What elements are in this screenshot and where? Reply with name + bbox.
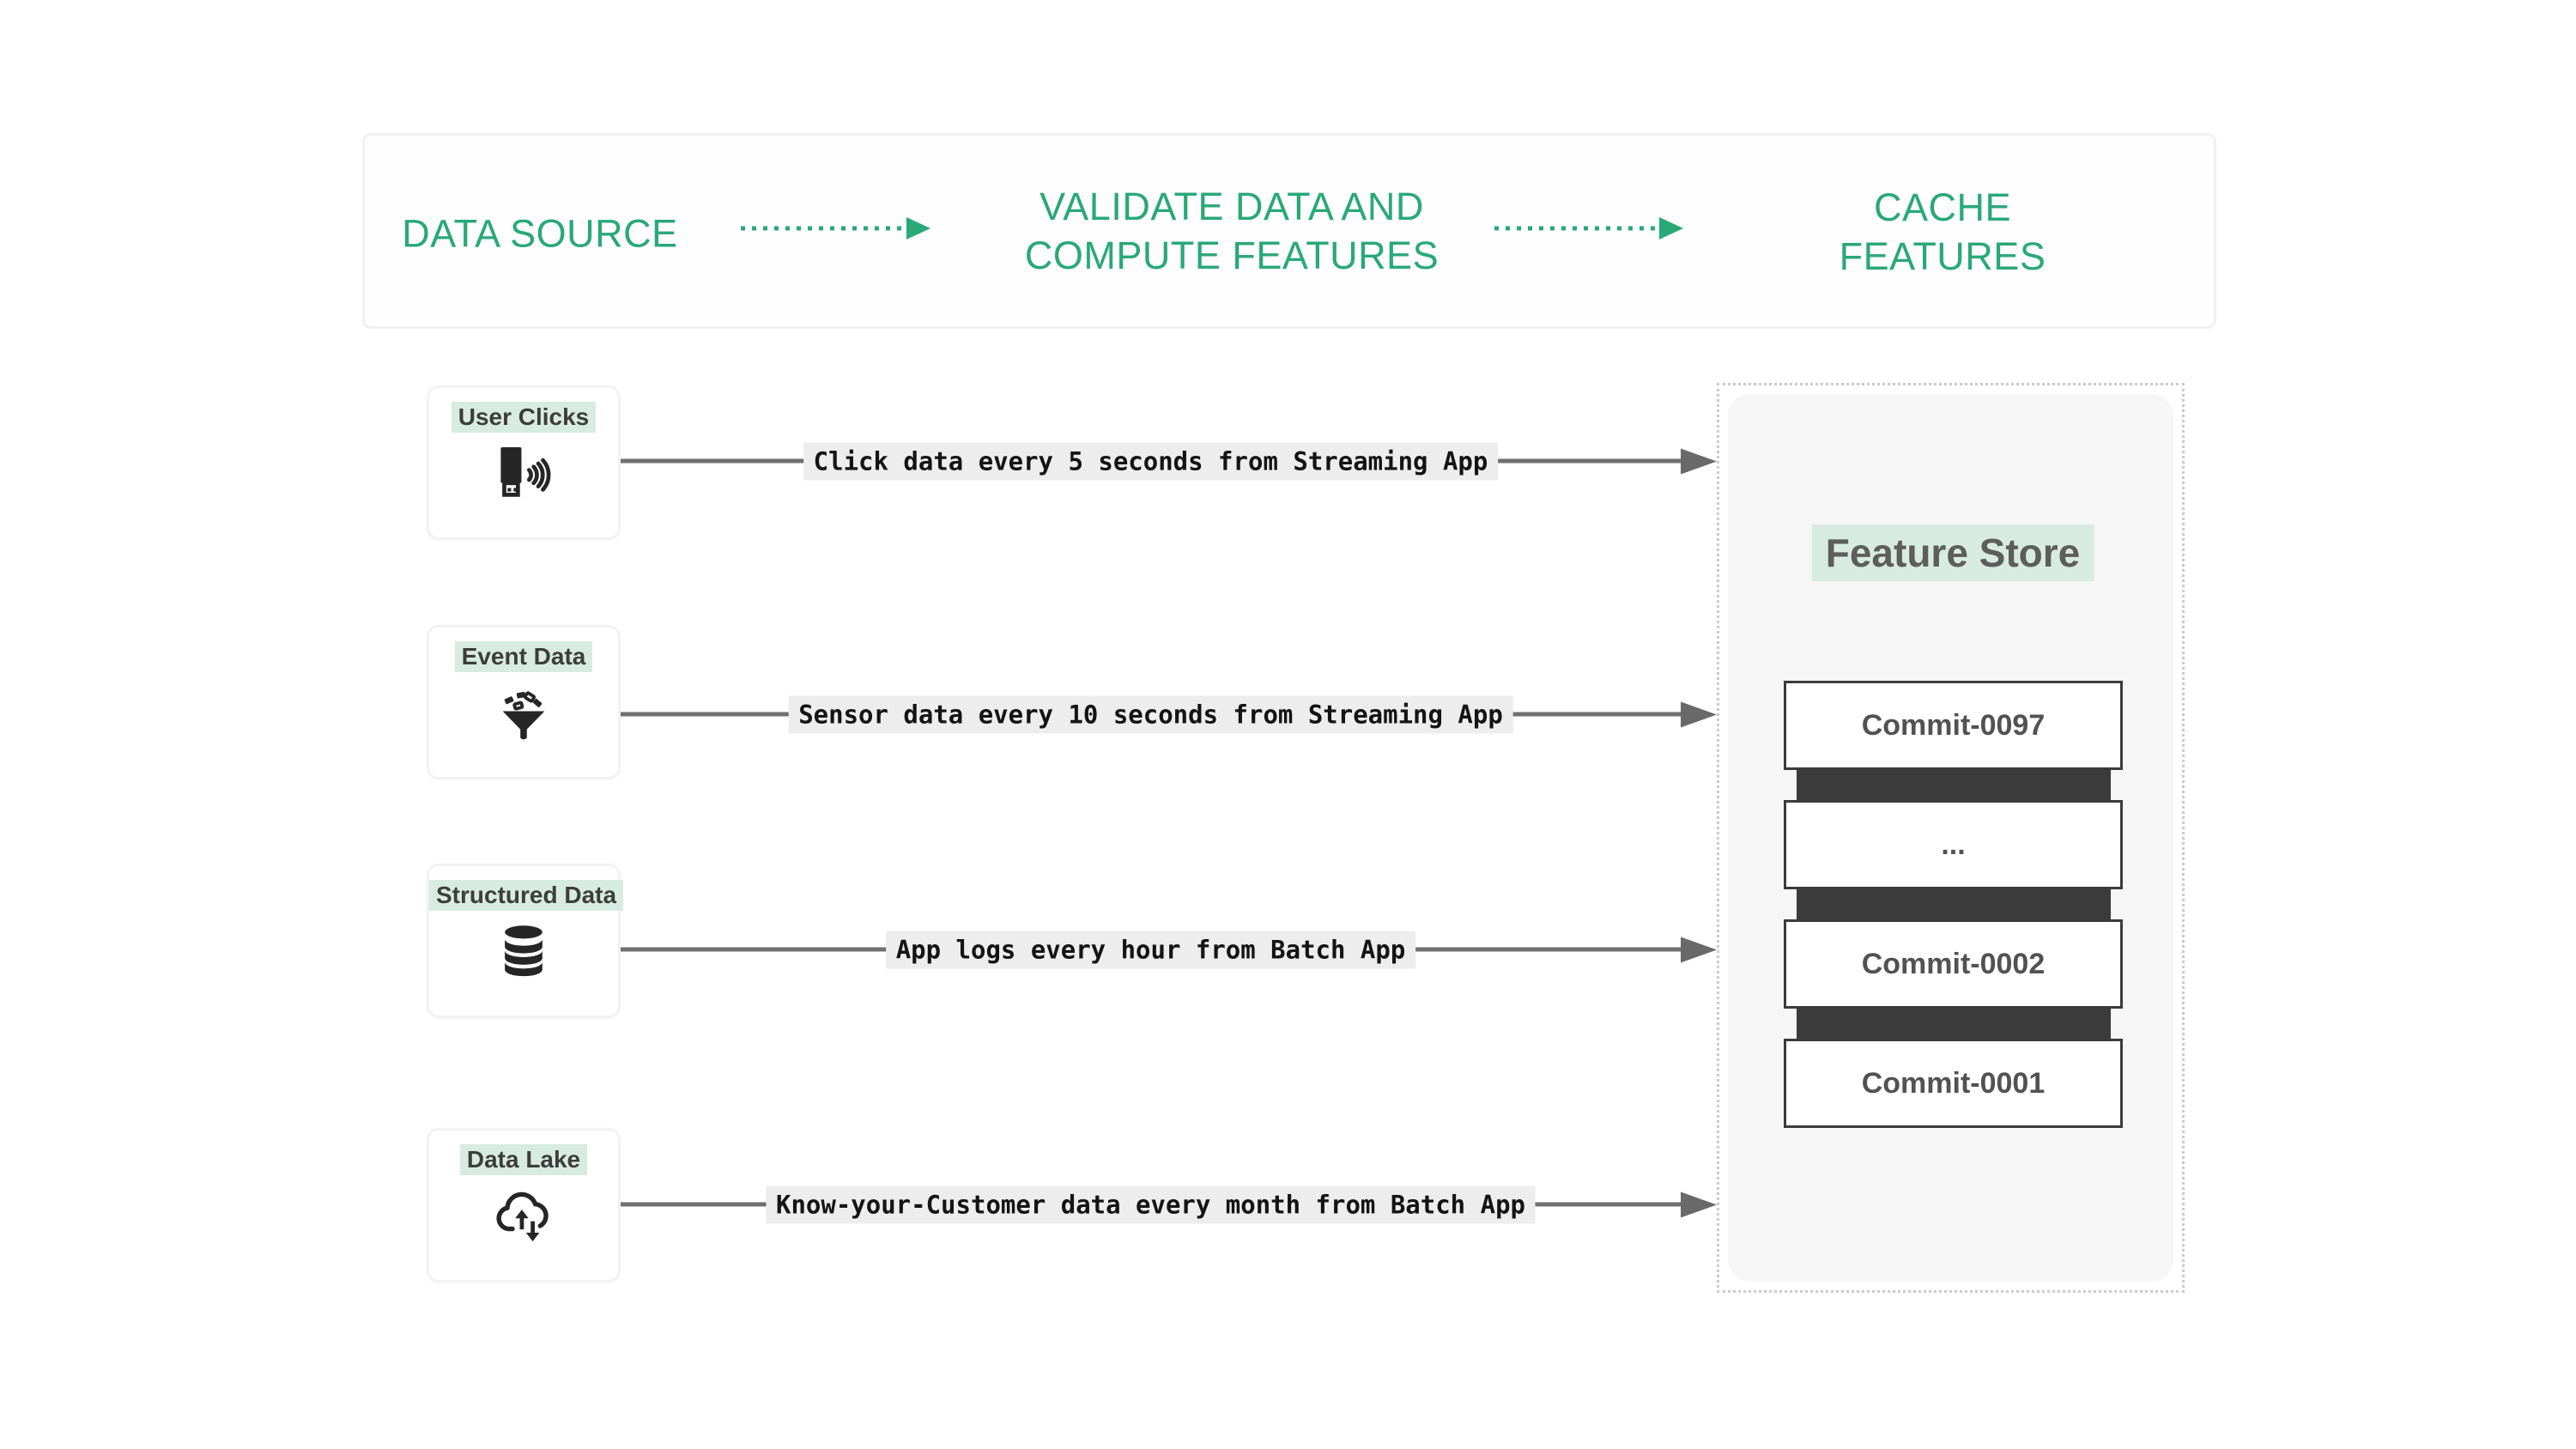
flow-label: Know-your-Customer data every month from…: [766, 1185, 1536, 1223]
flow-arrow-structured-data: App logs every hour from Batch App: [621, 931, 1717, 968]
database-icon: [505, 925, 542, 977]
stage-validate-compute: VALIDATE DATA AND COMPUTE FEATURES: [1024, 185, 1440, 277]
event-funnel-icon: [502, 691, 545, 740]
commit-box: ...: [1784, 800, 2123, 889]
flow-arrow-user-clicks: Click data every 5 seconds from Streamin…: [621, 442, 1717, 480]
source-node-user-clicks: User Clicks: [427, 385, 621, 540]
flow-arrow-event-data: Sensor data every 10 seconds from Stream…: [621, 695, 1717, 733]
cloud-sync-icon: [496, 1191, 549, 1242]
source-label: Data Lake: [459, 1144, 588, 1175]
source-label: Structured Data: [429, 880, 624, 911]
arrowhead-right-icon: [1681, 1191, 1717, 1217]
stage-cache-features: CACHE FEATURES: [1839, 185, 2046, 278]
source-node-structured-data: Structured Data: [427, 864, 624, 1018]
commit-connector: [1797, 1009, 2111, 1039]
commit-connector: [1797, 770, 2111, 800]
flow-label: Sensor data every 10 seconds from Stream…: [788, 695, 1513, 733]
wireless-clicker-icon: [500, 446, 551, 497]
source-node-event-data: Event Data: [427, 625, 621, 779]
dotted-arrow-right-icon: [1494, 217, 1683, 239]
source-node-data-lake: Data Lake: [427, 1128, 621, 1282]
feature-store-panel: Feature Store Commit-0097 ... Commit-000…: [1717, 383, 2185, 1293]
commit-box: Commit-0001: [1784, 1039, 2123, 1128]
flow-label: Click data every 5 seconds from Streamin…: [803, 442, 1499, 480]
commit-connector: [1797, 889, 2111, 919]
arrowhead-right-icon: [1681, 937, 1717, 962]
dotted-arrow-right-icon: [741, 217, 930, 239]
flow-arrow-data-lake: Know-your-Customer data every month from…: [621, 1185, 1717, 1223]
commit-box: Commit-0002: [1784, 919, 2123, 1009]
source-label: User Clicks: [451, 402, 597, 433]
arrowhead-right-icon: [1681, 701, 1717, 727]
commit-stack: Commit-0097 ... Commit-0002 Commit-0001: [1784, 681, 2123, 1128]
arrowhead-right-icon: [1681, 448, 1717, 474]
stage-data-source: DATA SOURCE: [402, 211, 678, 256]
pipeline-stages-bar: DATA SOURCE VALIDATE DATA AND COMPUTE FE…: [362, 133, 2216, 329]
source-label: Event Data: [454, 641, 593, 672]
flow-label: App logs every hour from Batch App: [885, 931, 1416, 968]
commit-box: Commit-0097: [1784, 681, 2123, 770]
feature-store-title: Feature Store: [1811, 524, 2094, 581]
